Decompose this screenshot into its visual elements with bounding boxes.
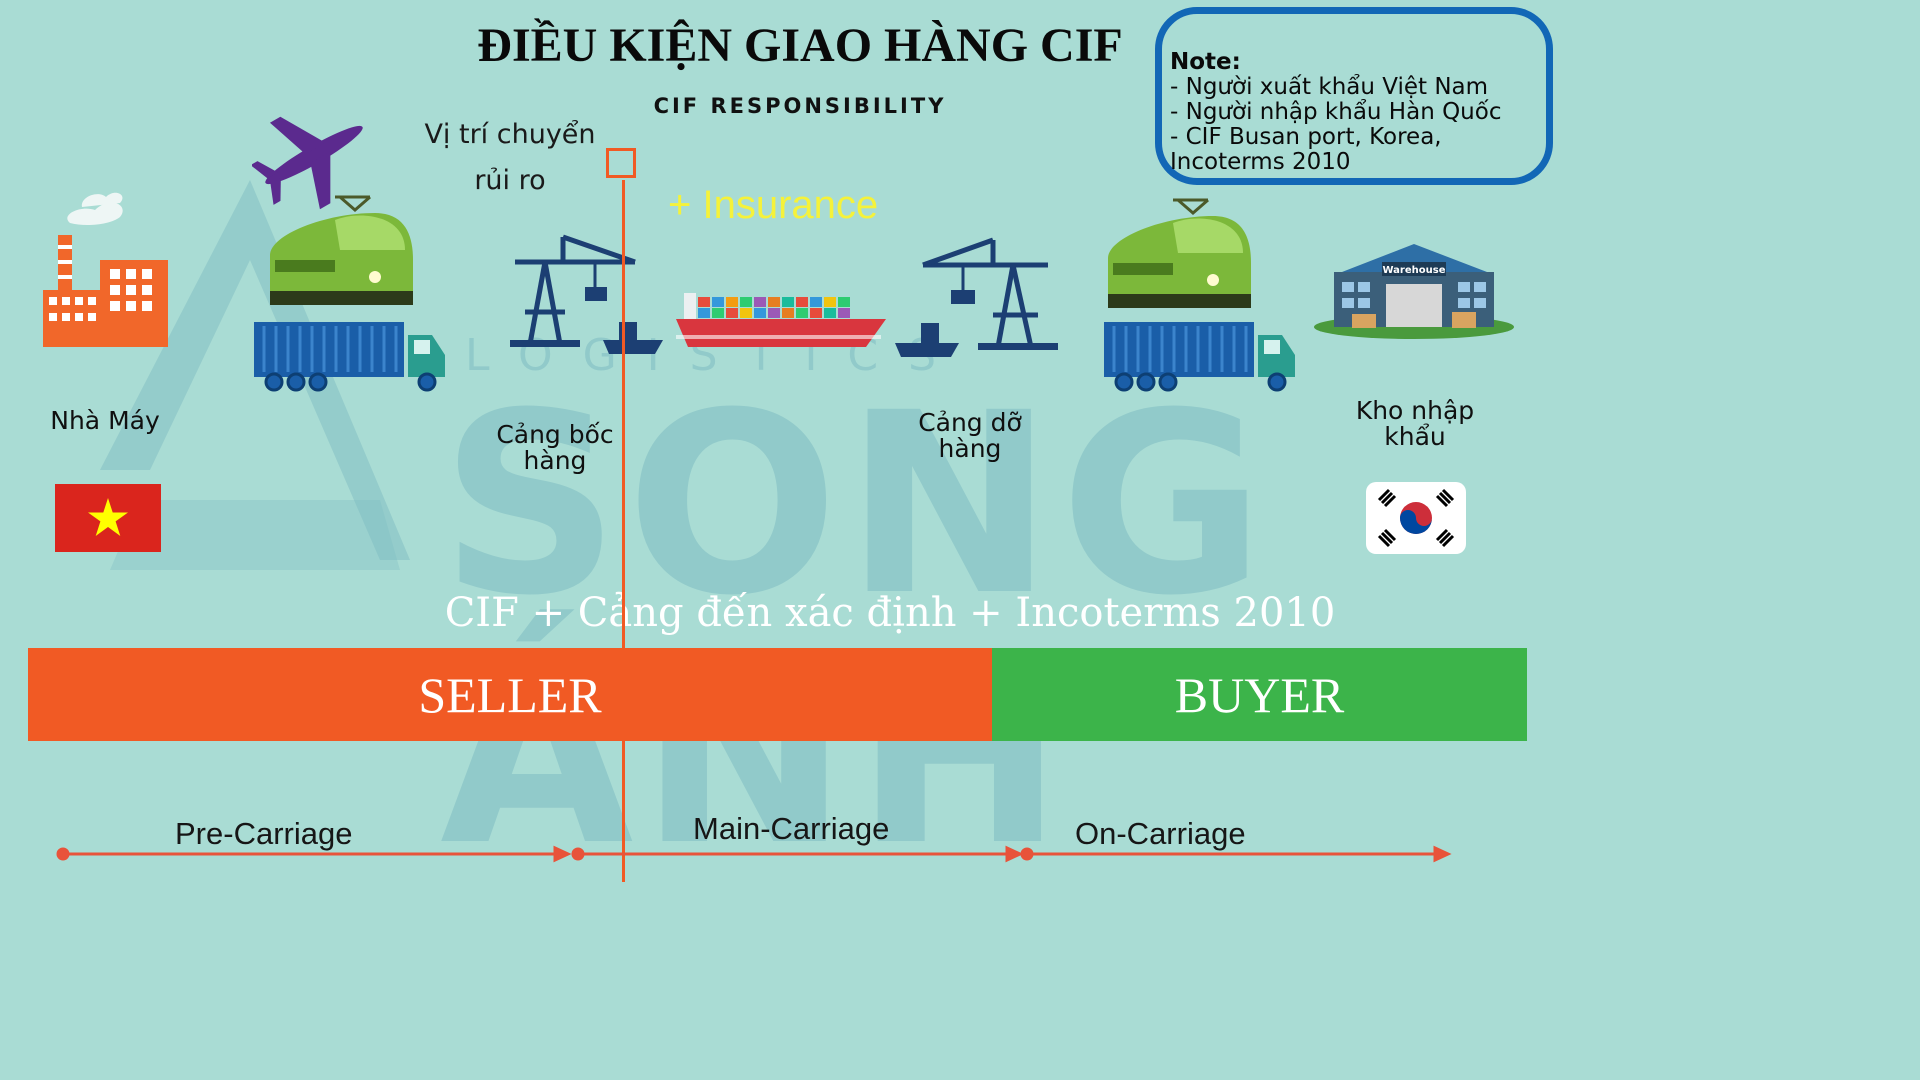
pre-carriage-label: Pre-Carriage	[175, 816, 353, 851]
buyer-label: BUYER	[1174, 666, 1345, 723]
discharge-port-label-line2: hàng	[938, 434, 1002, 463]
page-title: ĐIỀU KIỆN GIAO HÀNG CIF	[477, 19, 1123, 72]
risk-transfer-marker	[606, 148, 636, 178]
ship-icon	[676, 293, 886, 347]
risk-transfer-line2: rủi ro	[474, 165, 546, 196]
warehouse-icon: Warehouse	[1314, 244, 1514, 339]
buyer-bar: BUYER	[992, 648, 1527, 741]
discharge-port-label-line1: Cảng dỡ	[918, 408, 1022, 437]
train-icon	[270, 195, 413, 305]
note-box: Note: - Người xuất khẩu Việt Nam - Người…	[1155, 7, 1553, 185]
page-subtitle: CIF RESPONSIBILITY	[653, 94, 947, 118]
airplane-icon	[252, 116, 363, 210]
import-warehouse-label-line1: Kho nhập	[1355, 396, 1475, 425]
loading-port-label-line1: Cảng bốc	[496, 420, 614, 449]
insurance-label: + Insurance	[668, 183, 879, 227]
note-heading: Note:	[1170, 49, 1241, 75]
train-icon	[1108, 198, 1251, 308]
cif-formula: CIF + Cảng đến xác định + Incoterms 2010	[444, 590, 1336, 636]
note-line: - CIF Busan port, Korea,	[1170, 124, 1442, 150]
vietnam-flag-icon	[55, 484, 161, 552]
warehouse-sign: Warehouse	[1383, 265, 1446, 276]
truck-icon	[1104, 322, 1295, 392]
on-carriage-label: On-Carriage	[1075, 816, 1246, 851]
watermark-logo-icon	[100, 180, 410, 570]
crane-icon	[895, 237, 1058, 357]
note-line: - Người nhập khẩu Hàn Quốc	[1170, 99, 1502, 125]
loading-port-label: Cảng bốc hàng	[475, 422, 635, 474]
seller-bar: SELLER	[28, 648, 992, 741]
note-line: Incoterms 2010	[1170, 149, 1351, 175]
import-warehouse-label: Kho nhập khẩu	[1335, 398, 1495, 450]
factory-label: Nhà Máy	[50, 406, 160, 435]
carriage-arrows	[56, 845, 1452, 863]
risk-transfer-label: Vị trí chuyển rủi ro	[400, 112, 620, 204]
korea-flag-icon	[1366, 482, 1466, 554]
note-line: - Người xuất khẩu Việt Nam	[1170, 74, 1489, 100]
seller-label: SELLER	[418, 666, 602, 723]
truck-icon	[254, 322, 445, 392]
risk-transfer-line	[622, 180, 625, 882]
crane-icon	[510, 234, 663, 354]
factory-icon	[43, 192, 168, 347]
discharge-port-label: Cảng dỡ hàng	[890, 410, 1050, 462]
risk-transfer-line1: Vị trí chuyển	[424, 119, 596, 150]
main-carriage-label: Main-Carriage	[693, 811, 890, 846]
loading-port-label-line2: hàng	[523, 446, 587, 475]
import-warehouse-label-line2: khẩu	[1384, 422, 1446, 451]
